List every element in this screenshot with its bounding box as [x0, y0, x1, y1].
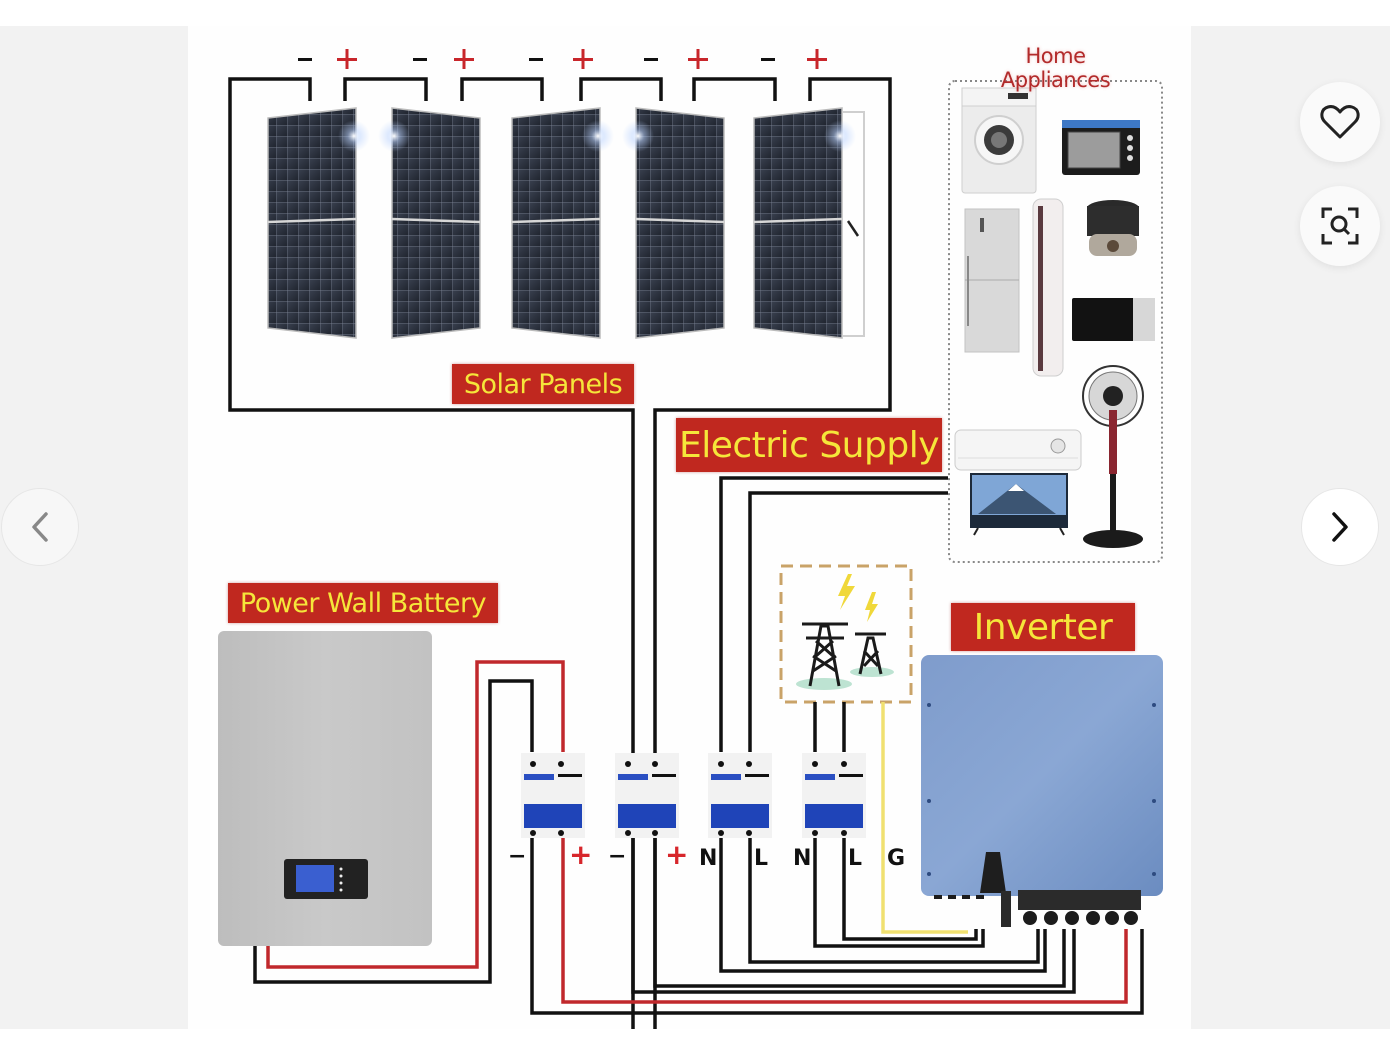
breakers	[521, 753, 866, 838]
washing-machine-icon	[961, 87, 1037, 194]
circuit-breaker	[802, 753, 866, 838]
panel-terminal-minus	[761, 58, 775, 61]
solar-panel	[511, 107, 614, 339]
grid-wires	[813, 702, 846, 752]
chevron-left-icon	[32, 512, 48, 542]
toaster-oven-icon	[1062, 120, 1140, 175]
panel-terminal-minus	[298, 58, 312, 61]
circuit-breaker	[521, 753, 585, 838]
chevron-right-icon	[1332, 512, 1348, 542]
solar-panels	[267, 107, 865, 339]
battery-positive-wire	[266, 660, 565, 969]
terminal-label-minus: −	[508, 844, 527, 869]
tower-air-conditioner-icon	[1032, 198, 1064, 377]
inverter-wires	[530, 838, 1144, 1015]
terminal-label-live: L	[848, 846, 863, 871]
panel-terminal-plus	[807, 49, 827, 69]
supply-wires	[719, 476, 948, 752]
home-appliances-frame	[948, 80, 1163, 563]
heart-icon	[1320, 105, 1360, 139]
panel-terminal-minus	[413, 58, 427, 61]
previous-image-button[interactable]	[1, 488, 79, 566]
solar-panel	[378, 107, 481, 339]
solar-panel	[622, 107, 725, 339]
microwave-icon	[1072, 298, 1155, 341]
inverter-device	[921, 655, 1163, 927]
terminal-label-plus: +	[569, 838, 593, 871]
terminal-label-plus: +	[665, 838, 689, 871]
favorite-button[interactable]	[1300, 82, 1380, 162]
solar-panel	[753, 107, 865, 339]
inverter-label: Inverter	[951, 603, 1135, 651]
panel-terminal-minus	[644, 58, 658, 61]
terminal-label-neutral: N	[699, 846, 718, 871]
terminal-label-neutral: N	[793, 846, 812, 871]
refrigerator-icon	[964, 208, 1020, 353]
terminal-label-ground: G	[887, 846, 906, 871]
home-appliances-label: Home Appliances	[1000, 44, 1111, 92]
scan-search-icon	[1321, 207, 1359, 245]
panel-terminal-plus	[454, 49, 474, 69]
panel-terminal-plus	[688, 49, 708, 69]
electric-supply-label: Electric Supply	[676, 418, 942, 472]
visual-search-button[interactable]	[1300, 186, 1380, 266]
television-icon	[970, 473, 1068, 536]
power-wall-battery-label: Power Wall Battery	[228, 583, 498, 623]
next-image-button[interactable]	[1301, 488, 1379, 566]
panel-terminal-signs	[298, 49, 827, 69]
circuit-breaker	[615, 753, 679, 838]
solar-panels-label: Solar Panels	[452, 364, 634, 404]
power-pylon-icon	[796, 574, 894, 690]
solar-system-diagram	[218, 49, 1163, 1029]
split-air-conditioner-icon	[954, 429, 1082, 471]
home-appliances	[954, 87, 1155, 548]
power-wall-battery-device	[218, 631, 432, 946]
stand-fan-icon	[1082, 365, 1144, 548]
panel-terminal-plus	[573, 49, 593, 69]
rice-cooker-icon	[1087, 200, 1139, 256]
solar-panel	[267, 107, 370, 339]
panel-terminal-plus	[337, 49, 357, 69]
battery-negative-wire	[253, 679, 534, 984]
circuit-breaker	[708, 753, 772, 838]
terminal-label-minus: −	[608, 844, 627, 869]
panel-series-wires	[228, 77, 892, 1029]
product-image[interactable]: Solar Panels Electric Supply Power Wall …	[188, 26, 1191, 1029]
terminal-label-live: L	[754, 846, 769, 871]
ground-wire	[881, 702, 968, 934]
panel-terminal-minus	[529, 58, 543, 61]
